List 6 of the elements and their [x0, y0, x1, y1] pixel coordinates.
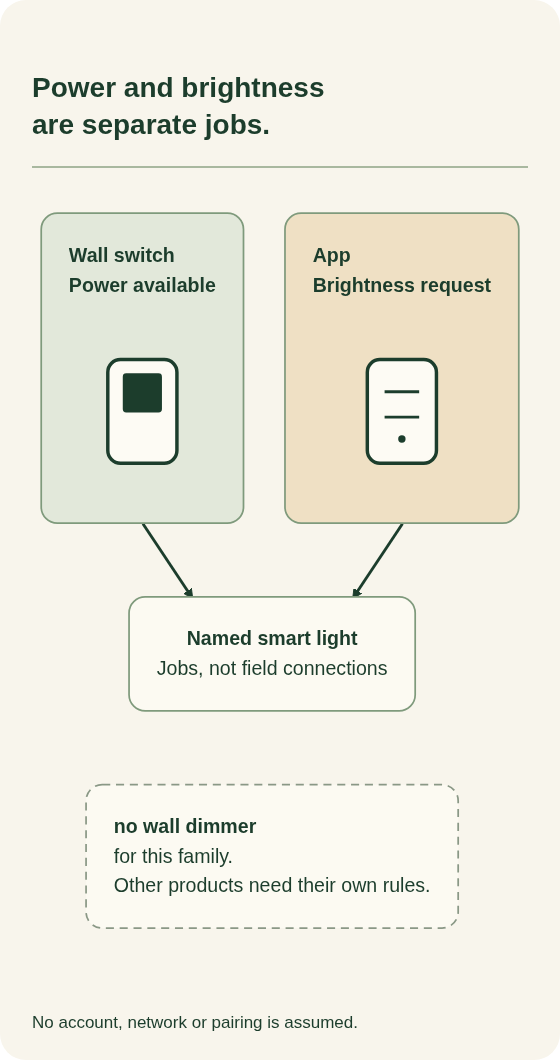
node-box: no wall dimmer for this family. Other products need their own rules.: [85, 783, 460, 929]
caption-text: No account, network or pairing is assumed.: [32, 1011, 359, 1034]
title-heading: Power and brightness are separate jobs.: [32, 71, 326, 142]
node-box: Named smart light Jobs, not field connections: [128, 595, 417, 712]
node-box: App Brightness request: [284, 212, 520, 524]
node-box: Wall switch Power available: [40, 212, 245, 524]
